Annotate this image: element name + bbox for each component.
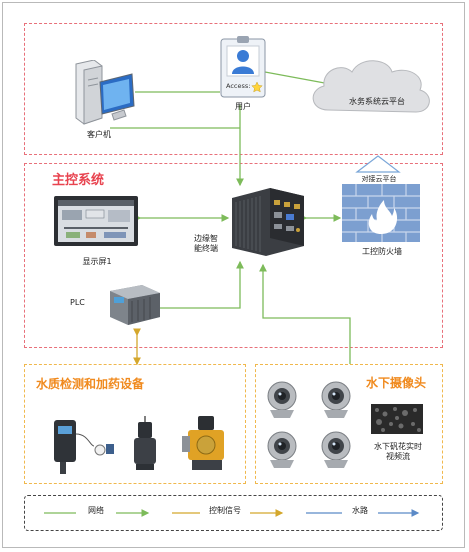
diagram-frame bbox=[2, 2, 465, 548]
user-label: 用户 bbox=[235, 102, 251, 111]
legend-label-network: 网络 bbox=[76, 505, 116, 516]
cloud-shape bbox=[312, 60, 430, 113]
upload-arrow bbox=[355, 155, 401, 173]
edge-terminal-icon bbox=[232, 188, 304, 256]
display-label: 显示屏1 bbox=[82, 257, 112, 266]
legend-box bbox=[24, 495, 443, 531]
floc-image bbox=[371, 404, 423, 434]
legend-label-water: 水路 bbox=[342, 505, 378, 516]
stream-label-1: 水下矾花实时 bbox=[374, 442, 422, 451]
cloud-label: 水务系统云平台 bbox=[349, 97, 405, 106]
camera-zone bbox=[255, 364, 443, 484]
display-screen-icon bbox=[54, 196, 138, 246]
cloud-link-label: 对接云平台 bbox=[361, 175, 397, 183]
edge-label-2: 能终端 bbox=[194, 244, 218, 253]
top-zone bbox=[24, 23, 443, 155]
user-badge-icon: Access: bbox=[220, 36, 266, 98]
stream-label-2: 视频流 bbox=[386, 452, 410, 461]
plc-icon bbox=[110, 285, 160, 325]
camera-title: 水下摄像头 bbox=[366, 376, 427, 390]
plc-label: PLC bbox=[70, 298, 85, 307]
svg-text:Access:: Access: bbox=[226, 82, 250, 90]
plc-edge-link bbox=[160, 260, 244, 309]
camera-edge-link bbox=[259, 263, 351, 364]
edge-label-1: 边缘智 bbox=[194, 234, 218, 243]
underwater-cameras-icon bbox=[267, 381, 351, 469]
legend-label-control: 控制信号 bbox=[200, 505, 250, 516]
client-label: 客户机 bbox=[87, 130, 111, 139]
main-system-title: 主控系统 bbox=[52, 173, 105, 188]
firewall-label: 工控防火墙 bbox=[362, 247, 402, 256]
user-cloud-link bbox=[264, 71, 331, 85]
main-control-zone bbox=[24, 163, 443, 348]
water-quality-title: 水质检测和加药设备 bbox=[36, 377, 145, 391]
firewall-icon bbox=[342, 184, 420, 242]
water-devices-icon bbox=[54, 416, 224, 474]
client-computer-icon bbox=[75, 60, 135, 125]
